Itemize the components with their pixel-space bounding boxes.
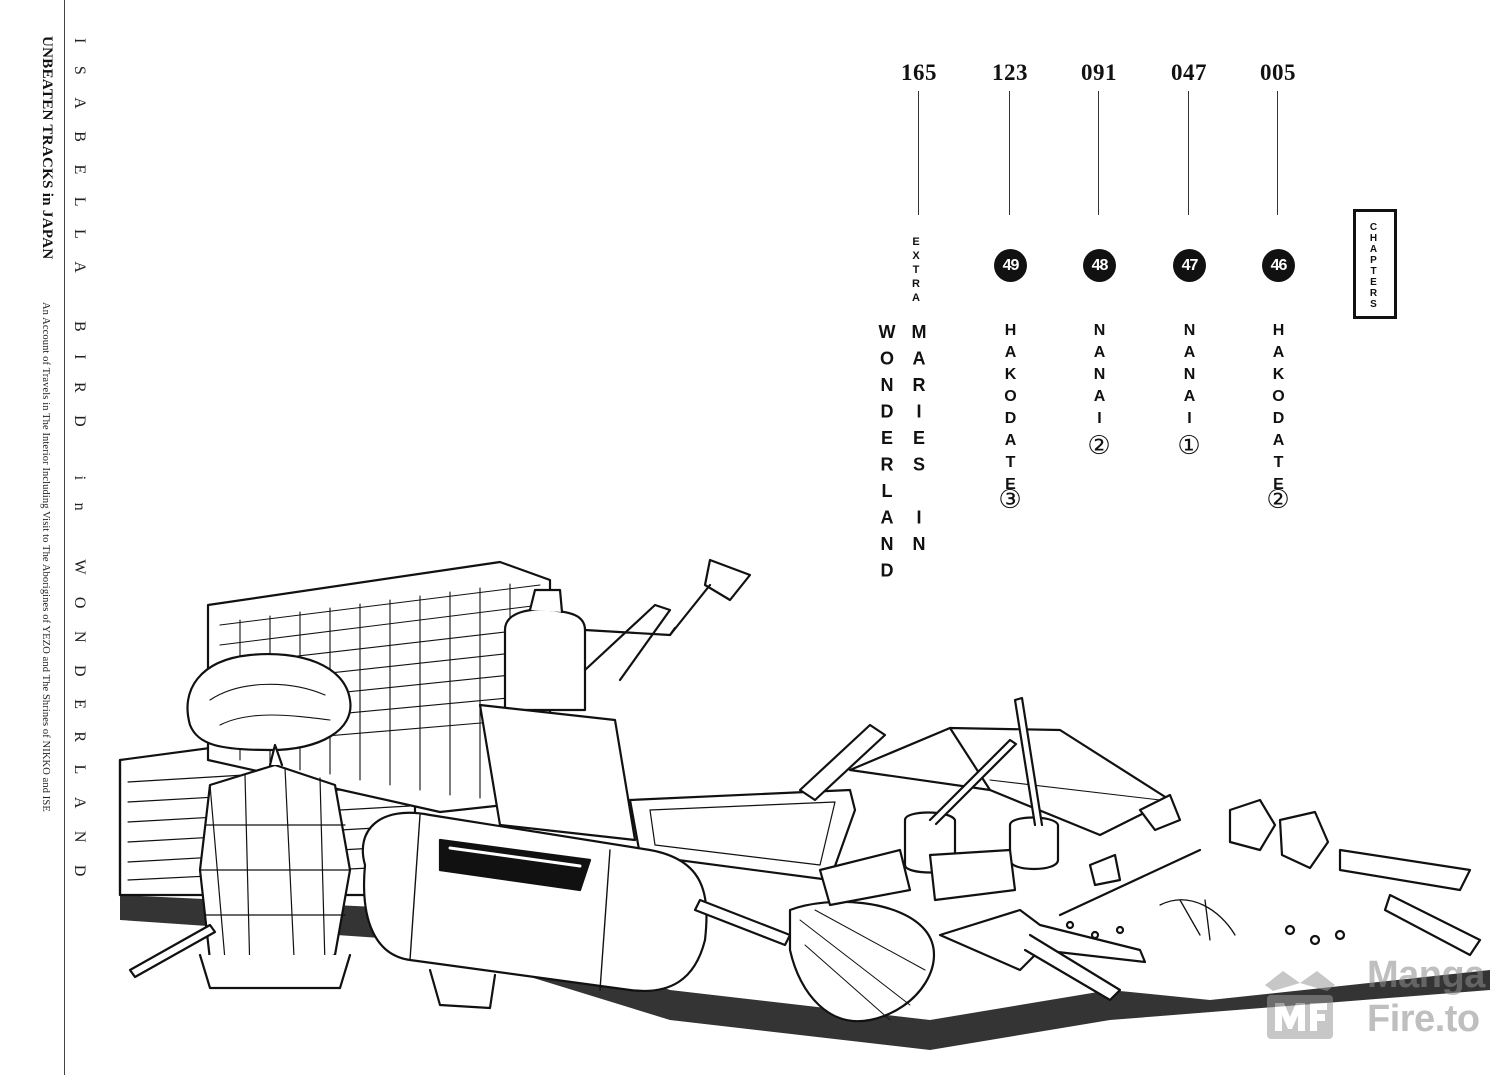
chapter-part-number: ② — [1087, 431, 1111, 461]
series-title: ISABELLA BIRD in WONDERLAND — [71, 38, 88, 899]
watermark-line-2: Fire.to — [1367, 998, 1480, 1040]
spine-divider — [64, 0, 65, 1075]
chapters-label-box: CHAPTERS — [1353, 209, 1397, 319]
site-watermark: Manga Fire.to — [1255, 955, 1505, 1045]
chapter-page-number: 123 — [992, 60, 1028, 85]
extra-label: EXTRA — [910, 236, 922, 306]
chapter-leader-line — [1277, 91, 1278, 215]
chapter-page-number: 047 — [1171, 60, 1207, 85]
chapter-part-number: ② — [1266, 485, 1290, 515]
chapter-number-badge: 48 — [1083, 249, 1116, 282]
chapter-48[interactable]: 091 48 NANAI ② — [1059, 0, 1139, 740]
chapter-leader-line — [1009, 91, 1010, 215]
watermark-line-1: Manga — [1367, 954, 1485, 996]
chapter-number-badge: 47 — [1173, 249, 1206, 282]
chapter-leader-line — [1098, 91, 1099, 215]
chapter-number-badge: 46 — [1262, 249, 1295, 282]
chapter-page-number: 005 — [1260, 60, 1296, 85]
chapter-title: MARIES IN WONDERLAND — [877, 322, 929, 587]
chapters-label: CHAPTERS — [1368, 222, 1379, 310]
chapter-title: HAKODATE — [1002, 322, 1019, 498]
watermark-logo-icon — [1265, 971, 1335, 1039]
chapter-title: HAKODATE — [1270, 322, 1287, 498]
chapter-extra[interactable]: 165 EXTRA MARIES IN WONDERLAND — [877, 0, 959, 740]
chapter-part-number: ① — [1177, 431, 1201, 461]
chapter-page-number: 165 — [901, 60, 937, 85]
chapter-46[interactable]: 005 46 HAKODATE ② — [1238, 0, 1318, 740]
chapter-number-badge: 49 — [994, 249, 1027, 282]
book-title: UNBEATEN TRACKS in JAPAN — [39, 36, 55, 260]
chapter-leader-line — [918, 91, 919, 215]
chapter-title: NANAI — [1181, 322, 1198, 432]
chapter-leader-line — [1188, 91, 1189, 215]
chapter-title: NANAI — [1091, 322, 1108, 432]
travel-gear-illustration — [118, 558, 1490, 1050]
chapter-part-number: ③ — [998, 485, 1022, 515]
chapter-47[interactable]: 047 47 NANAI ① — [1149, 0, 1229, 740]
chapter-page-number: 091 — [1081, 60, 1117, 85]
book-subtitle: An Account of Travels in The Interior In… — [40, 302, 51, 812]
chapter-49[interactable]: 123 49 HAKODATE ③ — [970, 0, 1050, 740]
